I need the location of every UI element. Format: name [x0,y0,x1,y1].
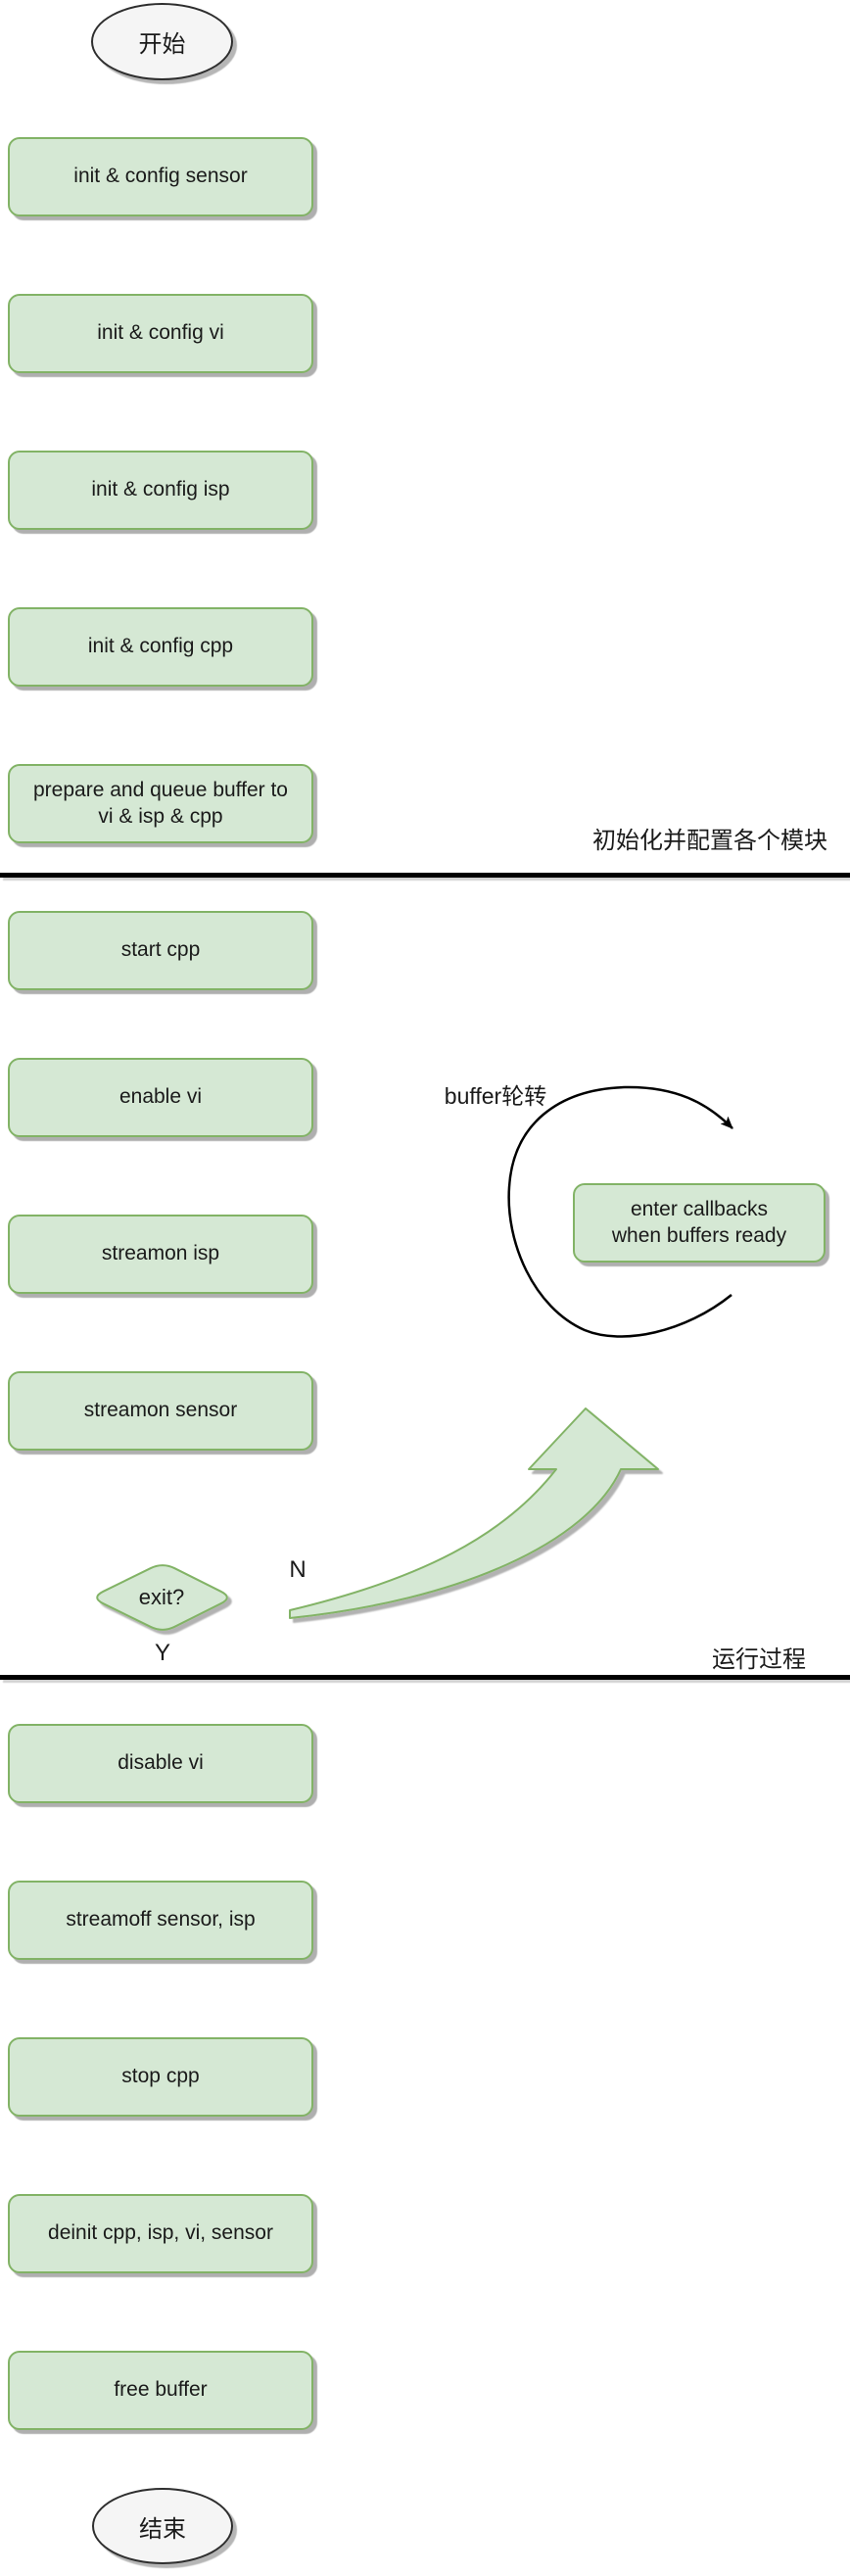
buffer-loop-arrow [507,1085,733,1338]
step-deinit-modules[interactable]: deinit cpp, isp, vi, sensor [8,2194,313,2273]
step-label: streamoff sensor, isp [66,1908,256,1932]
branch-no-label: N [289,1556,307,1583]
step-init-config-sensor[interactable]: init & config sensor [8,137,313,216]
step-label: init & config isp [91,478,230,501]
phase2-divider-label: 运行过程 [712,1646,806,1673]
step-streamon-sensor[interactable]: streamon sensor [8,1371,313,1451]
step-prepare-queue-buffer[interactable]: prepare and queue buffer to vi & isp & c… [8,764,313,843]
step-start-cpp[interactable]: start cpp [8,911,313,990]
start-terminal[interactable]: 开始 [91,3,233,80]
step-label: disable vi [118,1751,204,1775]
branch-yes-label: Y [151,1640,174,1667]
step-stop-cpp[interactable]: stop cpp [8,2037,313,2117]
callback-label: enter callbacks when buffers ready [611,1198,787,1247]
step-label: free buffer [114,2378,208,2402]
step-init-config-isp[interactable]: init & config isp [8,451,313,530]
step-label: init & config cpp [87,635,234,658]
step-label: init & config sensor [73,165,248,188]
step-label: start cpp [120,938,201,962]
phase-divider-init [0,873,850,878]
step-init-config-vi[interactable]: init & config vi [8,294,313,373]
exit-decision-diamond[interactable] [96,1564,228,1631]
step-disable-vi[interactable]: disable vi [8,1724,313,1803]
return-to-run-block-arrow [289,1407,659,1619]
phase-divider-run [0,1675,850,1680]
step-label: deinit cpp, isp, vi, sensor [48,2221,273,2245]
start-terminal-label: 开始 [138,31,186,58]
step-streamon-isp[interactable]: streamon isp [8,1215,313,1294]
end-terminal[interactable]: 结束 [92,2488,233,2564]
step-free-buffer[interactable]: free buffer [8,2351,313,2430]
buffer-loop-label: buffer轮转 [444,1083,547,1109]
callback-node[interactable]: enter callbacks when buffers ready [573,1183,826,1263]
step-label: streamon isp [101,1242,220,1265]
step-init-config-cpp[interactable]: init & config cpp [8,607,313,687]
step-streamoff-sensor-isp[interactable]: streamoff sensor, isp [8,1881,313,1960]
step-label: prepare and queue buffer to vi & isp & c… [33,779,288,828]
step-enable-vi[interactable]: enable vi [8,1058,313,1137]
end-terminal-label: 结束 [139,2515,186,2543]
exit-decision-label: exit? [138,1585,185,1609]
step-label: init & config vi [97,321,224,345]
phase1-divider-label: 初始化并配置各个模块 [592,828,827,854]
step-label: stop cpp [121,2065,200,2088]
step-label: streamon sensor [83,1399,238,1422]
step-label: enable vi [118,1085,203,1109]
